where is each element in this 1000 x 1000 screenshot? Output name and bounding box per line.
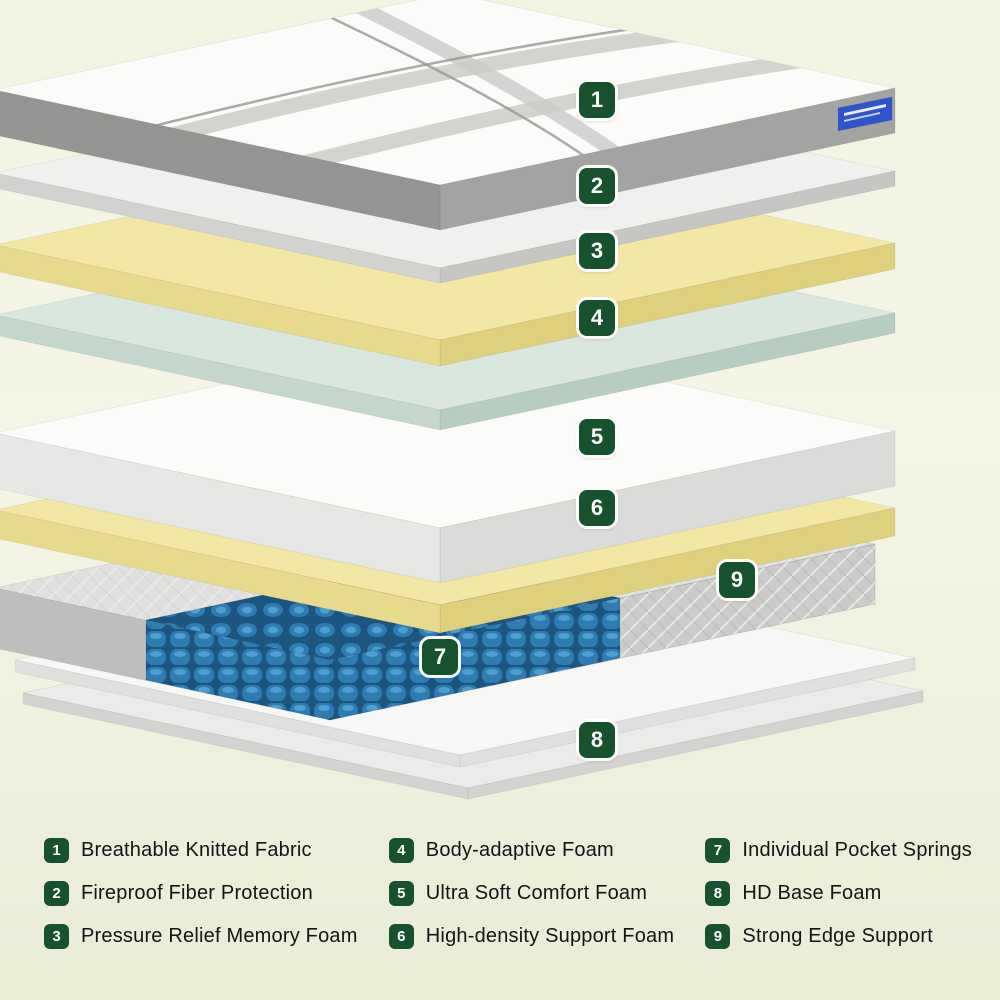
layer-badge-1: 1 (579, 82, 615, 118)
legend-item-label: HD Base Foam (742, 882, 882, 904)
legend-item-9: 9 Strong Edge Support (705, 924, 972, 949)
quilt-stripe (113, 44, 863, 185)
legend-column-2: 4 Body-adaptive Foam 5 Ultra Soft Comfor… (388, 838, 675, 949)
mattress-exploded-diagram (0, 0, 924, 800)
legend-badge-7: 7 (705, 838, 731, 863)
legend-column-1: 1 Breathable Knitted Fabric 2 Fireproof … (44, 838, 358, 949)
base2-left-face (22, 692, 469, 800)
legend-item-4: 4 Body-adaptive Foam (388, 838, 674, 863)
legend-item-3: 3 Pressure Relief Memory Foam (44, 924, 358, 949)
legend: 1 Breathable Knitted Fabric 2 Fireproof … (44, 838, 972, 949)
layer-badge-4: 4 (579, 300, 615, 336)
legend-column-3: 7 Individual Pocket Springs 8 HD Base Fo… (705, 838, 972, 949)
legend-item-label: Individual Pocket Springs (742, 839, 972, 861)
layer-badge-8: 8 (579, 722, 615, 758)
legend-badge-4: 4 (388, 838, 414, 863)
l4-left-face (0, 315, 441, 431)
brand-tag (837, 96, 893, 132)
legend-badge-9: 9 (705, 924, 731, 949)
layer-badge-9: 9 (719, 562, 755, 598)
legend-badge-6: 6 (388, 924, 414, 949)
layer-1-knitted-fabric-cover (0, 0, 896, 231)
legend-item-6: 6 High-density Support Foam (388, 924, 675, 949)
legend-item-label: Fireproof Fiber Protection (81, 882, 313, 904)
layer-badge-3: 3 (579, 233, 615, 269)
layer-badge-2: 2 (579, 168, 615, 204)
brand-tag-text-line (843, 111, 881, 123)
legend-item-label: Strong Edge Support (742, 925, 934, 947)
legend-item-label: Body-adaptive Foam (425, 839, 614, 861)
legend-badge-2: 2 (44, 881, 69, 906)
legend-item-8: 8 HD Base Foam (705, 881, 972, 906)
layer-badge-7: 7 (422, 639, 458, 675)
legend-item-2: 2 Fireproof Fiber Protection (44, 881, 358, 906)
legend-item-1: 1 Breathable Knitted Fabric (44, 838, 358, 863)
legend-item-label: Breathable Knitted Fabric (81, 839, 312, 861)
base1-left-face (14, 659, 461, 768)
pocket-springs-left-cutaway (145, 619, 331, 721)
legend-badge-1: 1 (44, 838, 69, 863)
legend-badge-3: 3 (44, 924, 69, 949)
layer-5-ultra-soft-comfort-foam (0, 335, 896, 584)
legend-item-5: 5 Ultra Soft Comfort Foam (388, 881, 674, 906)
brand-tag-text-line (843, 103, 887, 117)
legend-badge-5: 5 (388, 881, 414, 906)
legend-badge-8: 8 (705, 881, 731, 906)
l1-band-left-face (0, 90, 441, 231)
l2-left-face (0, 173, 441, 284)
layer-badge-6: 6 (579, 490, 615, 526)
l6-left-face (0, 510, 441, 634)
legend-item-label: Pressure Relief Memory Foam (81, 925, 358, 947)
legend-item-7: 7 Individual Pocket Springs (705, 838, 972, 863)
layer-badge-5: 5 (579, 419, 615, 455)
legend-item-label: High-density Support Foam (425, 925, 675, 947)
legend-item-label: Ultra Soft Comfort Foam (425, 882, 648, 904)
l3-left-face (0, 245, 441, 367)
l5-left-face (0, 433, 441, 584)
